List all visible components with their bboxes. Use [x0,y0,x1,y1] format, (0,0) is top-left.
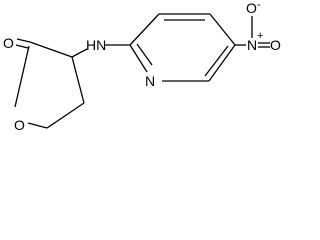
bond-c3-nh [71,48,88,58]
bond-c5-o1 [27,122,48,129]
amine-label: HN [86,37,106,53]
bond-c4-c5 [46,102,85,129]
bond-o1-c2 [14,45,30,108]
bond-c2py-c3py [129,13,160,46]
bond-carbonyl-2 [15,44,29,49]
bond-n1-c2py [129,44,148,73]
nitro-nitrogen-label: N [247,37,257,53]
nitro-oxygen-top-label: O [246,0,257,16]
bond-c5py-c6py-inner [204,45,229,77]
bond-c4py-c5py [209,13,236,46]
chemical-structure-canvas: O O HN N N + O - O [3,0,281,133]
carbonyl-oxygen-label: O [3,35,14,51]
bond-n1-c2py-inner [136,43,153,66]
ring-oxygen-label: O [14,117,25,133]
bond-carbonyl-1 [16,38,31,43]
bond-c2-c3 [29,41,73,58]
nitro-oxygen-charge: - [257,0,261,11]
bond-c5py-c6py [208,44,236,82]
bond-c3-c4 [71,56,85,104]
molecule-diagram: O O HN N N + O - O [3,0,281,133]
nitro-nitrogen-charge: + [257,30,263,42]
pyridine-nitrogen-label: N [145,73,155,89]
nitro-oxygen-right-label: O [270,37,281,53]
